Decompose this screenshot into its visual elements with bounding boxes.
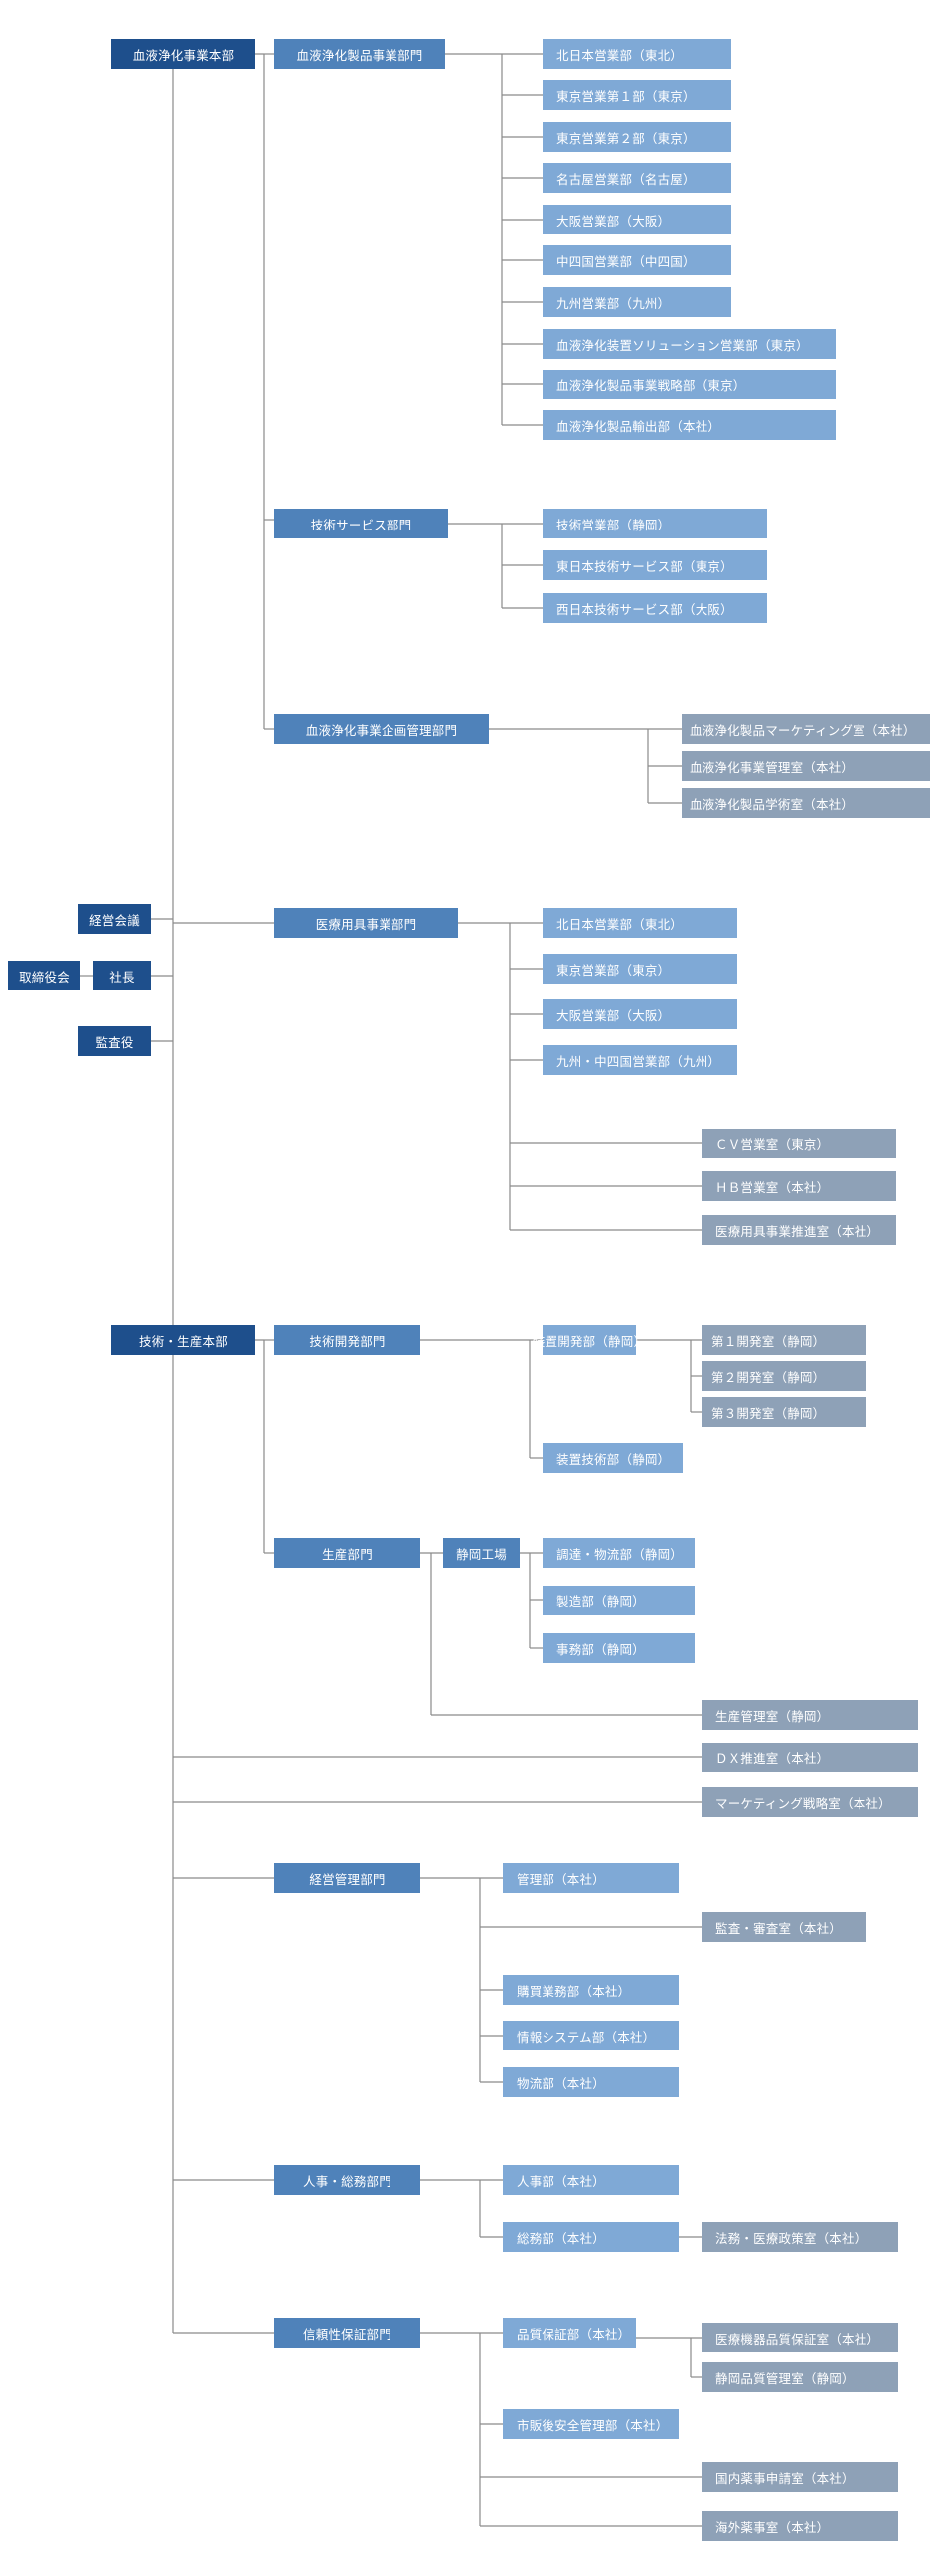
medical-item: 東京営業部（東京） <box>543 954 737 984</box>
qa-room: 静岡品質管理室（静岡） <box>702 2362 898 2392</box>
d2-item: 技術営業部（静岡） <box>543 509 767 538</box>
mgmt-item: 情報システム部（本社） <box>503 2021 679 2050</box>
d1-item: 名古屋営業部（名古屋） <box>543 163 731 193</box>
factory-item: 調達・物流部（静岡） <box>543 1538 695 1568</box>
hq-tech-production: 技術・生産本部 <box>111 1325 255 1355</box>
dev-lab: 第３開発室（静岡） <box>702 1397 866 1427</box>
d1-item: 東京営業第２部（東京） <box>543 122 731 152</box>
medical-item: 九州・中四国営業部（九州） <box>543 1045 737 1075</box>
dev-lab: 第２開発室（静岡） <box>702 1361 866 1391</box>
quality-assurance-dept: 品質保証部（本社） <box>503 2318 636 2348</box>
mgmt-item: 購買業務部（本社） <box>503 1975 679 2005</box>
division-tech-service: 技術サービス部門 <box>274 509 448 538</box>
overseas-regulatory-room: 海外薬事室（本社） <box>702 2511 898 2541</box>
d3-item: 血液浄化製品学術室（本社） <box>682 788 930 818</box>
division-hr-general: 人事・総務部門 <box>274 2165 420 2195</box>
division-medical-devices: 医療用具事業部門 <box>274 908 458 938</box>
factory-item: 製造部（静岡） <box>543 1586 695 1615</box>
medical-item: 大阪営業部（大阪） <box>543 999 737 1029</box>
domestic-regulatory-room: 国内薬事申請室（本社） <box>702 2462 898 2492</box>
division-tech-dev: 技術開発部門 <box>274 1325 420 1355</box>
medical-item: 北日本営業部（東北） <box>543 908 737 938</box>
factory-item: 事務部（静岡） <box>543 1633 695 1663</box>
d1-item: 血液浄化装置ソリューション営業部（東京） <box>543 329 836 359</box>
division-production: 生産部門 <box>274 1538 420 1568</box>
qa-room: 医療機器品質保証室（本社） <box>702 2323 898 2352</box>
d1-item: 血液浄化製品事業戦略部（東京） <box>543 370 836 399</box>
d1-item: 大阪営業部（大阪） <box>543 205 731 234</box>
president-box: 社長 <box>93 961 151 990</box>
general-affairs-dept: 総務部（本社） <box>503 2222 679 2252</box>
hr-dept: 人事部（本社） <box>503 2165 679 2195</box>
d2-item: 西日本技術サービス部（大阪） <box>543 593 767 623</box>
mgmt-item: 物流部（本社） <box>503 2067 679 2097</box>
medical-room: ＣＶ営業室（東京） <box>702 1129 896 1158</box>
d1-item: 中四国営業部（中四国） <box>543 245 731 275</box>
equipment-tech-dept: 装置技術部（静岡） <box>543 1443 683 1473</box>
medical-room: 医療用具事業推進室（本社） <box>702 1215 896 1245</box>
production-control-room: 生産管理室（静岡） <box>702 1700 918 1730</box>
d2-item: 東日本技術サービス部（東京） <box>543 550 767 580</box>
postmarket-safety-dept: 市販後安全管理部（本社） <box>503 2409 679 2439</box>
division-blood-products: 血液浄化製品事業部門 <box>274 39 445 69</box>
marketing-strategy-room: マーケティング戦略室（本社） <box>702 1787 918 1817</box>
auditor-box: 監査役 <box>78 1026 151 1056</box>
audit-room: 監査・審査室（本社） <box>702 1912 866 1942</box>
division-blood-planning: 血液浄化事業企画管理部門 <box>274 714 489 744</box>
division-management: 経営管理部門 <box>274 1863 420 1893</box>
d3-item: 血液浄化事業管理室（本社） <box>682 751 930 781</box>
admin-dept: 管理部（本社） <box>503 1863 679 1893</box>
hq-blood-purification: 血液浄化事業本部 <box>111 39 255 69</box>
board-box: 取締役会 <box>8 961 80 990</box>
dev-lab: 第１開発室（静岡） <box>702 1325 866 1355</box>
division-quality-assurance: 信頼性保証部門 <box>274 2318 420 2348</box>
equipment-dev-dept: 装置開発部（静岡） <box>533 1325 646 1355</box>
shizuoka-factory: 静岡工場 <box>443 1538 520 1568</box>
d1-item: 九州営業部（九州） <box>543 287 731 317</box>
d1-item: 東京営業第１部（東京） <box>543 80 731 110</box>
dx-room: ＤＸ推進室（本社） <box>702 1743 918 1772</box>
legal-policy-room: 法務・医療政策室（本社） <box>702 2222 898 2252</box>
d1-item: 北日本営業部（東北） <box>543 39 731 69</box>
meeting-box: 経営会議 <box>78 904 151 934</box>
d3-item: 血液浄化製品マーケティング室（本社） <box>682 714 930 744</box>
medical-room: ＨＢ営業室（本社） <box>702 1171 896 1201</box>
d1-item: 血液浄化製品輸出部（本社） <box>543 410 836 440</box>
